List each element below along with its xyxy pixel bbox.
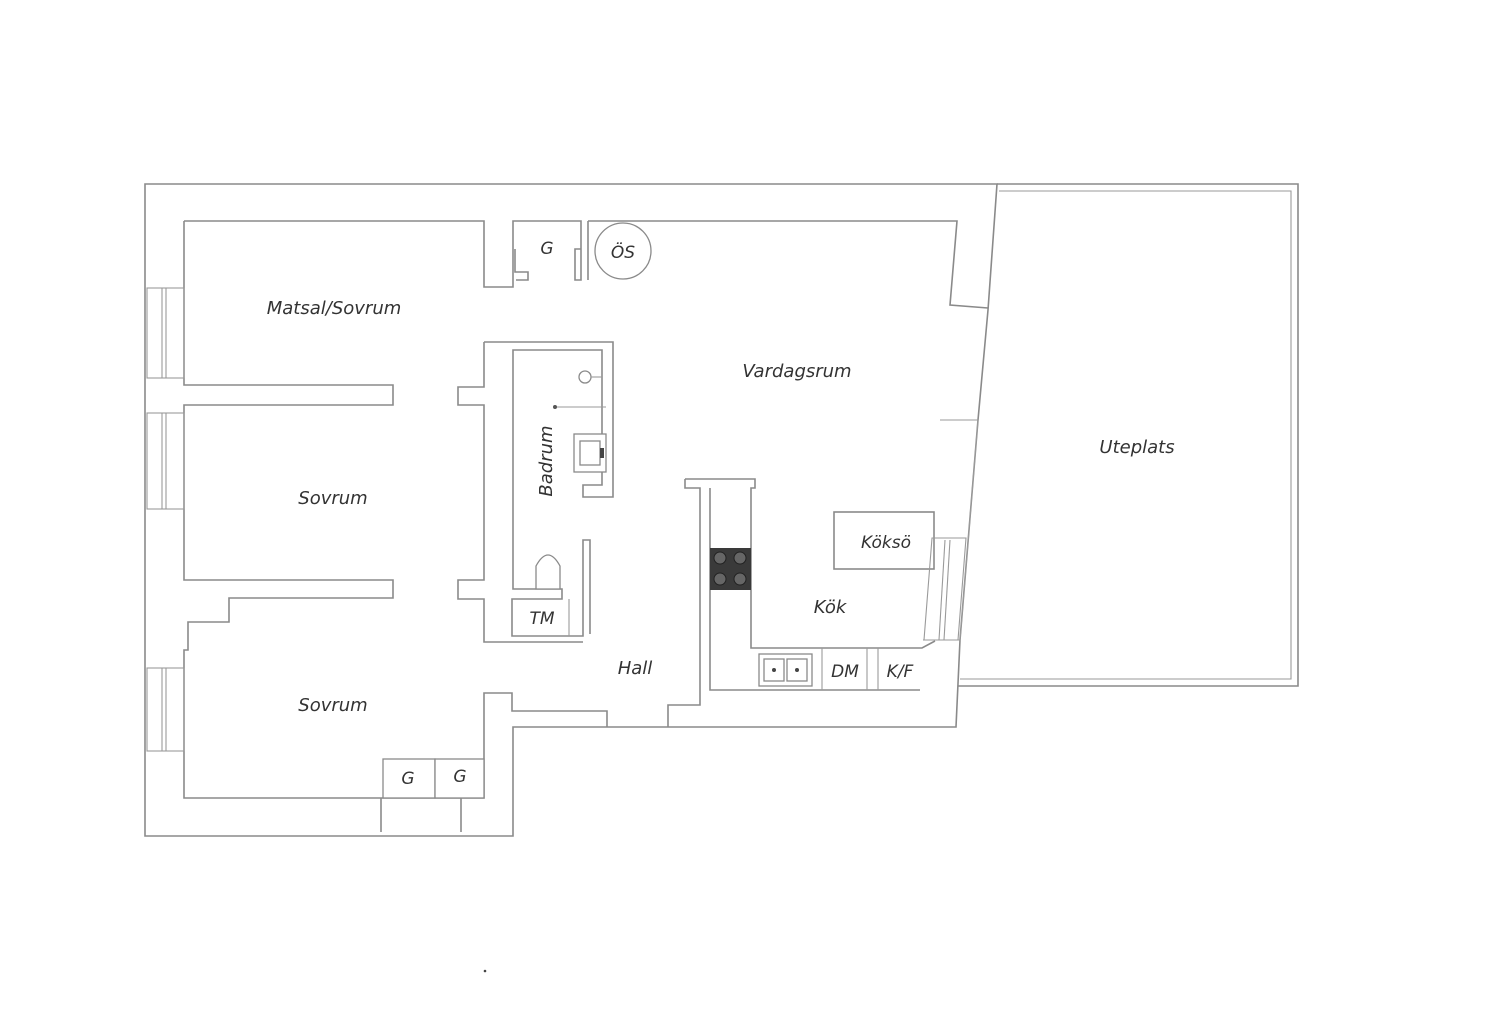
fixture-label-os: ÖS: [611, 241, 635, 263]
wardrobe-2: [434, 758, 485, 799]
bathroom-sink-icon: [573, 433, 607, 473]
fixture-label-g-top: G: [540, 239, 553, 259]
fixture-label-kf: K/F: [887, 662, 914, 682]
outer-wall: [144, 183, 998, 837]
inner-wall-top-right: [587, 220, 989, 309]
room-label-kok: Kök: [814, 597, 848, 618]
fixture-label-g-bottom-2: G: [453, 767, 466, 787]
toilet-icon: [535, 554, 561, 590]
kitchen-sink-icon: [758, 653, 813, 687]
shower-icon: [553, 370, 606, 409]
room-label-hall: Hall: [618, 658, 653, 679]
room-label-sovrum-mid: Sovrum: [298, 488, 367, 509]
fixture-label-koksso: Köksö: [861, 533, 911, 553]
stray-dot: [483, 969, 487, 973]
room-label-uteplats: Uteplats: [1099, 437, 1174, 458]
balcony-door: [923, 537, 967, 641]
room-label-sovrum-bottom: Sovrum: [298, 695, 367, 716]
window-left-1: [146, 287, 185, 379]
room-label-matsal: Matsal/Sovrum: [267, 298, 402, 319]
kitchen-island: [833, 511, 935, 570]
window-left-2: [146, 412, 185, 510]
stove-icon: [710, 548, 751, 590]
room-label-badrum: Badrum: [536, 425, 557, 496]
inner-wall-left: [183, 221, 608, 799]
patio-inner: [960, 190, 1292, 680]
inner-wall-top-left: [184, 220, 582, 288]
window-left-3: [146, 667, 185, 752]
patio-outline: [958, 183, 1299, 687]
room-label-vardagsrum: Vardagsrum: [742, 361, 851, 382]
bathroom-walls: [457, 341, 614, 643]
kitchen-counter: [667, 478, 936, 727]
fixture-label-tm: TM: [529, 609, 554, 629]
fixture-label-g-bottom-1: G: [401, 769, 414, 789]
water-heater-icon: [594, 222, 652, 280]
inner-wall-top-mid: [514, 249, 529, 281]
fixture-label-dm: DM: [831, 662, 859, 682]
